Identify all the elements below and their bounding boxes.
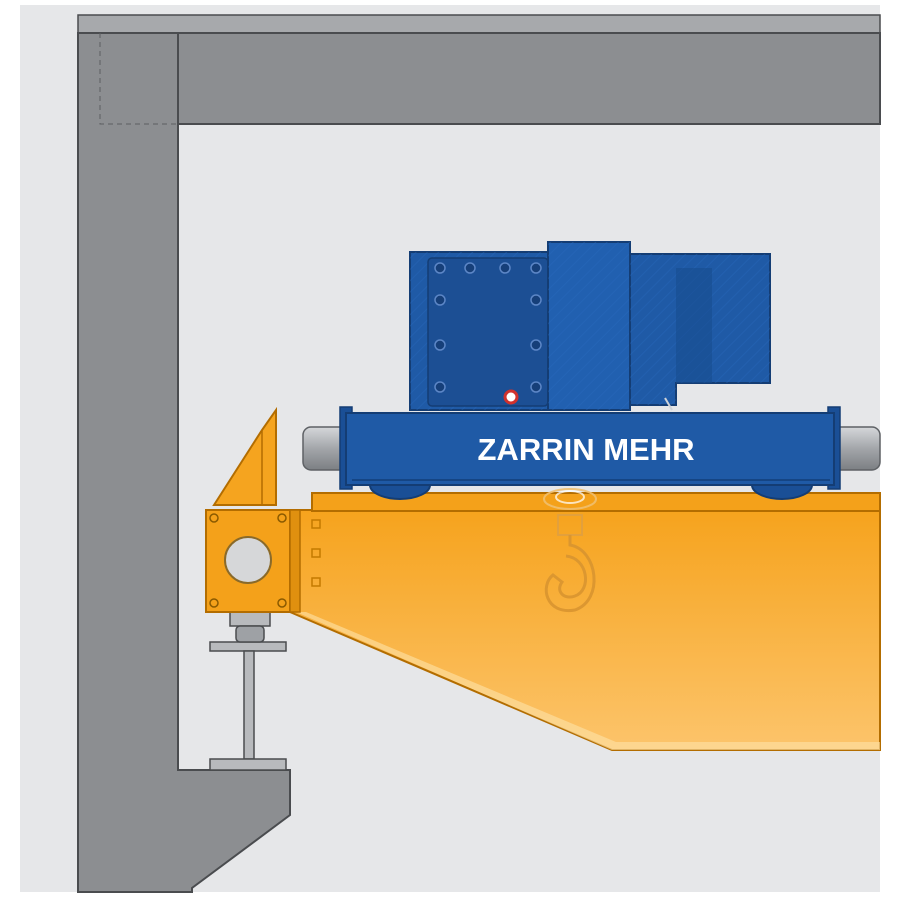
ceiling-slab (77, 14, 881, 125)
indicator-light-icon (503, 389, 519, 405)
trolley-frame (339, 406, 841, 490)
bolt-icon (434, 262, 542, 393)
wheel-icon (368, 484, 814, 500)
end-carriage (205, 406, 301, 613)
hoist-unit (409, 241, 771, 411)
hook-icon (543, 488, 597, 612)
brand-label: ZARRIN MEHR (478, 432, 695, 467)
concrete-column (77, 32, 291, 893)
